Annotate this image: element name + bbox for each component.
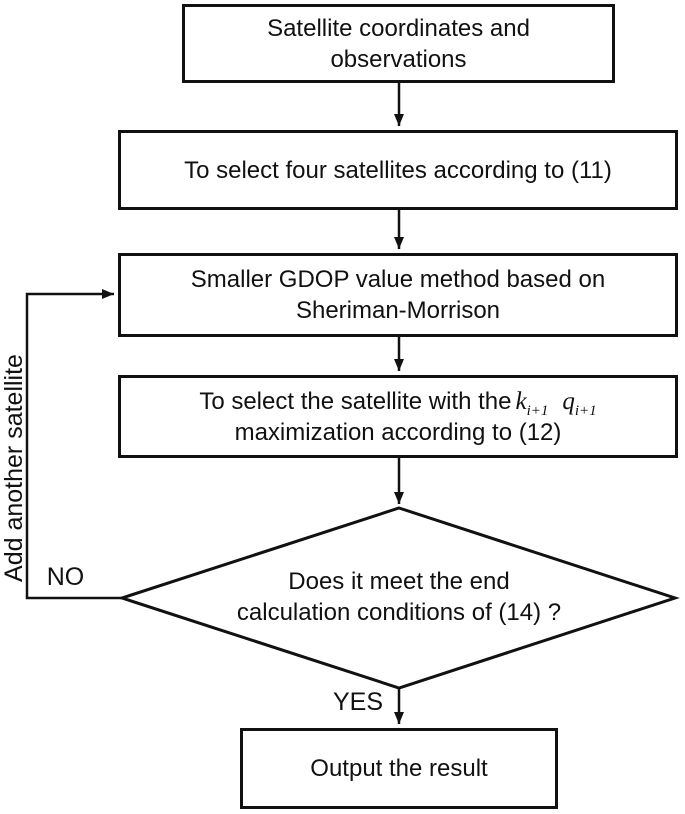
node-output-result: Output the result: [240, 728, 558, 809]
node-select-max-line2: maximization according to (12): [234, 418, 562, 446]
node-start-line2: observations: [330, 45, 467, 73]
node-gdop-line1: Smaller GDOP value method based on: [190, 266, 606, 293]
node-smaller-gdop-method: Smaller GDOP value method based on Sheri…: [118, 253, 678, 337]
node-select-four-line1: To select four satellites according to (…: [184, 156, 612, 184]
arrow-no-loop-back: [25, 289, 122, 600]
decision-diamond-shape: [117, 506, 680, 690]
node-output-line1: Output the result: [310, 755, 488, 782]
math-q-subscript: qi+1: [562, 387, 597, 419]
decision-diamond-text: Does it meet the end calculation conditi…: [99, 566, 685, 628]
edge-label-add-another-satellite: Add another satellite: [0, 354, 28, 582]
node-select-four-satellites: To select four satellites according to (…: [118, 130, 678, 210]
node-start-line1: Satellite coordinates and: [267, 14, 530, 42]
decision-line1: Does it meet the end: [288, 568, 510, 595]
edge-label-no: NO: [46, 563, 85, 591]
decision-line2: calculation conditions of (14) ?: [236, 599, 562, 626]
node-gdop-line2: Sheriman-Morrison: [295, 297, 501, 324]
node-select-max-line1-text: To select the satellite with the: [199, 387, 512, 415]
node-start: Satellite coordinates and observations: [182, 4, 615, 83]
edge-label-yes: YES: [332, 688, 384, 716]
math-k-subscript: ki+1: [515, 387, 549, 419]
